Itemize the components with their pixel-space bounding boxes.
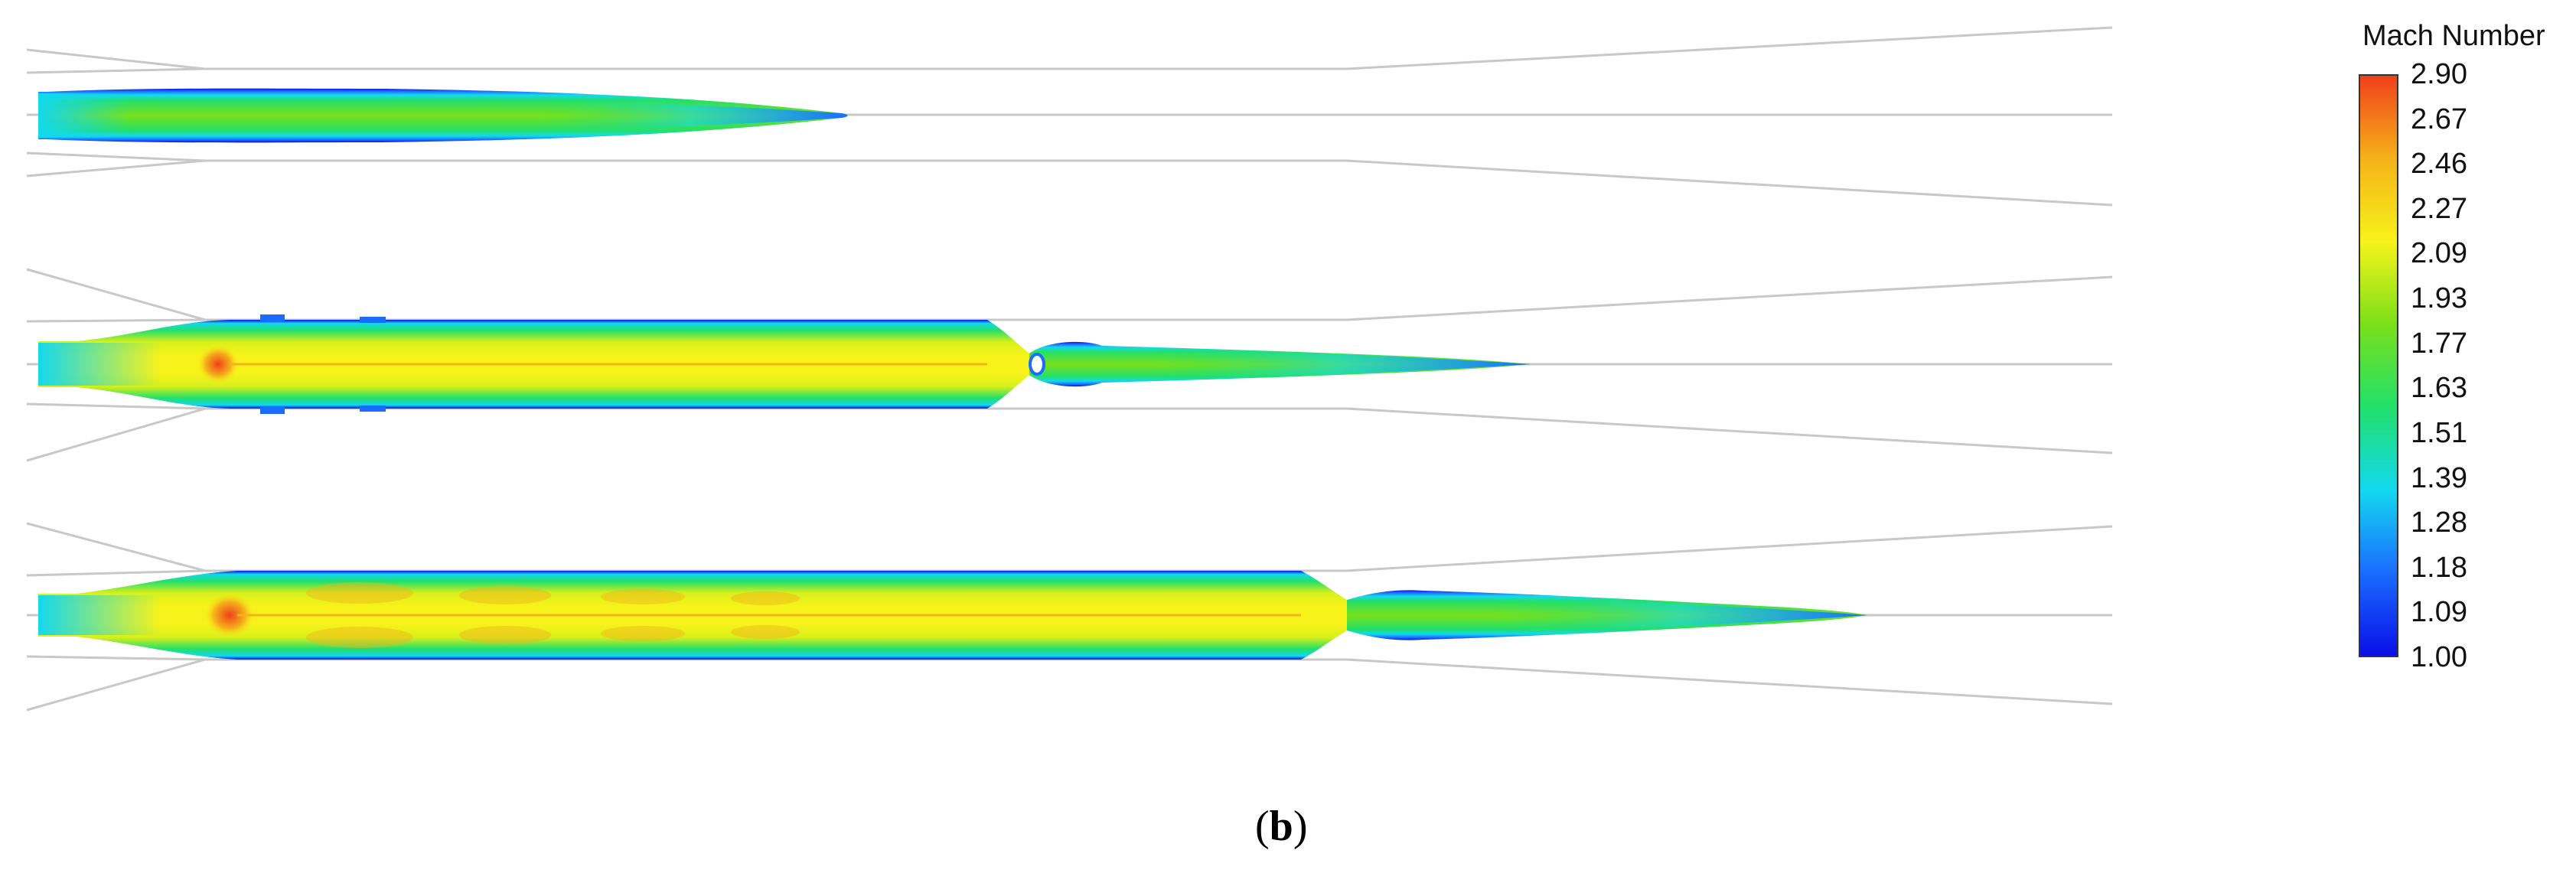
panel-2-plume-tail [1148, 349, 1531, 379]
panel-1-inlet [38, 93, 130, 138]
legend-title: Mach Number [2362, 20, 2545, 52]
panel-3-inlet [38, 595, 161, 635]
colorbar-tick-label: 1.93 [2411, 282, 2467, 315]
caption-letter: b [1269, 803, 1293, 850]
colorbar-tick-label: 2.09 [2411, 237, 2467, 270]
panel-2-shock-cell [1029, 353, 1045, 376]
panel-3-hotspot [204, 592, 256, 638]
colorbar-tick-label: 2.67 [2411, 103, 2467, 135]
panel-2-bump-3 [360, 317, 386, 323]
colorbar-tick-label: 1.28 [2411, 507, 2467, 539]
colorbar-tick-label: 1.51 [2411, 416, 2467, 449]
panel-1 [26, 26, 2113, 207]
caption-close-paren: ) [1293, 803, 1308, 850]
panel-3-shock-diamonds [306, 582, 800, 648]
panel-2 [26, 268, 2113, 462]
caption-open-paren: ( [1255, 803, 1270, 850]
colorbar-tick-label: 1.00 [2411, 641, 2467, 673]
colorbar-tick-label: 1.09 [2411, 596, 2467, 629]
panel-3 [26, 522, 2113, 712]
panel-2-hotspot [197, 344, 240, 384]
colorbar-tick-label: 1.63 [2411, 372, 2467, 405]
panel-2-inlet [38, 343, 161, 386]
colorbar-tick-label: 2.27 [2411, 192, 2467, 225]
panel-2-bump-1 [260, 314, 285, 322]
colorbar-tick-label: 1.77 [2411, 327, 2467, 360]
panel-3-plume-tail [1492, 597, 1867, 634]
colorbar-tick-label: 2.46 [2411, 148, 2467, 181]
colorbar-tick-label: 2.90 [2411, 58, 2467, 90]
figure-caption: (b) [1255, 802, 1307, 851]
panel-2-bump-4 [360, 406, 386, 412]
colorbar [2359, 74, 2398, 657]
colorbar-tick-label: 1.18 [2411, 551, 2467, 584]
colorbar-tick-labels: 2.90 2.67 2.46 2.27 2.09 1.93 1.77 1.63 1.51 1.39… [2411, 60, 2503, 672]
panel-1-jet-outer [38, 88, 848, 143]
panel-1-jet-tail [536, 99, 848, 132]
colorbar-tick-label: 1.39 [2411, 461, 2467, 494]
panel-2-bump-2 [260, 406, 285, 414]
